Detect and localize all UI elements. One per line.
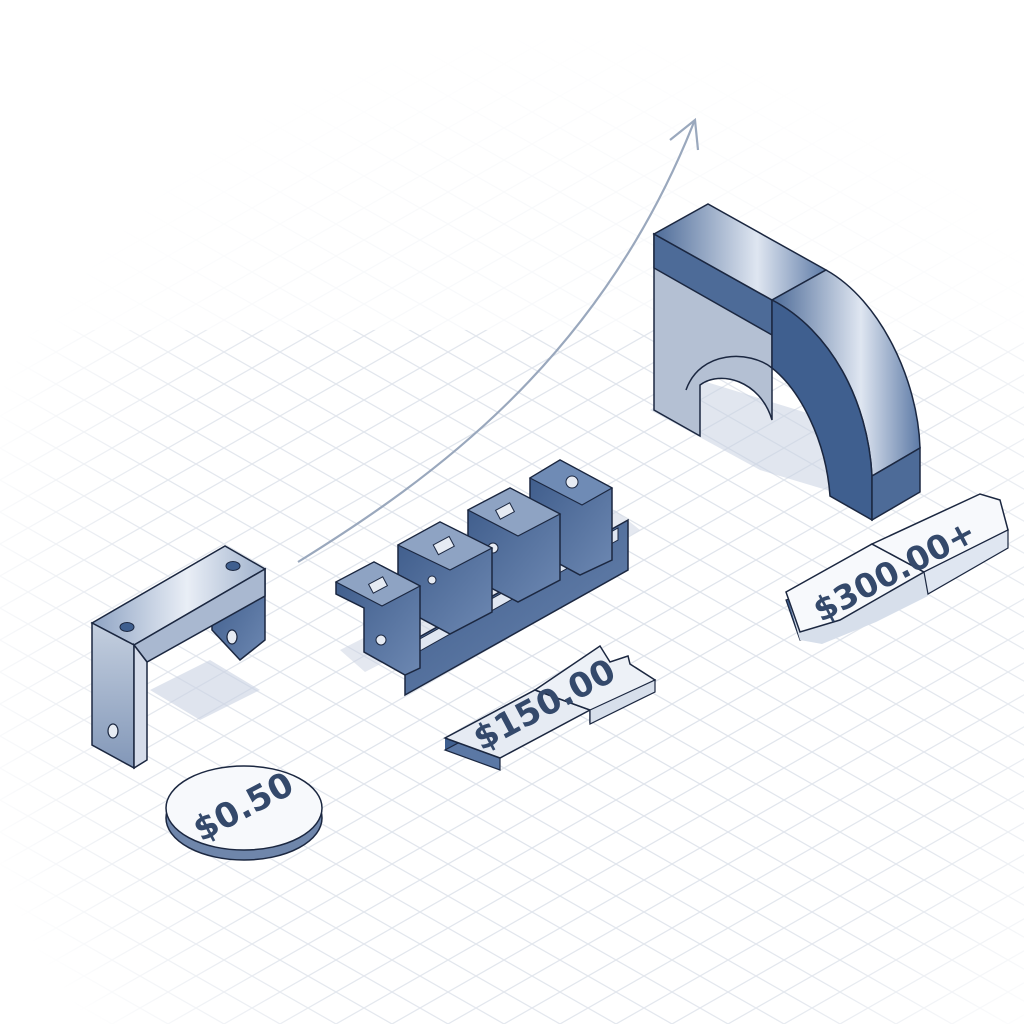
price-tag-300: $300.00+	[785, 493, 1009, 644]
trend-arrow-icon	[297, 117, 700, 563]
arch-part	[650, 203, 921, 522]
complex-assembly-part	[334, 459, 640, 697]
price-coin-0-50: $0.50	[165, 764, 323, 861]
u-bracket-part	[90, 545, 267, 770]
